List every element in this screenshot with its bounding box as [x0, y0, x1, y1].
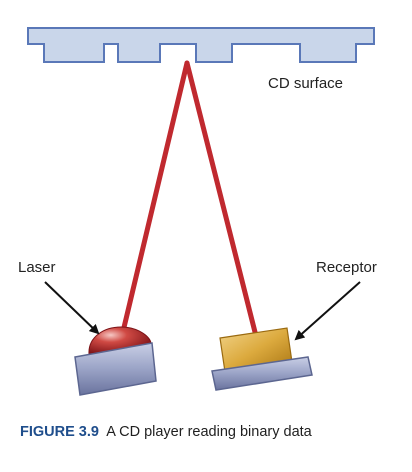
- laser-label: Laser: [18, 259, 56, 276]
- figure-number: FIGURE 3.9: [20, 424, 99, 440]
- receptor-arrow: [294, 281, 361, 341]
- receptor-base: [211, 356, 313, 391]
- laser-base: [74, 342, 157, 396]
- receptor-icon: [211, 327, 313, 391]
- figure-caption-text: A CD player reading binary data: [106, 424, 312, 440]
- reflected-beam: [184, 60, 260, 343]
- laser-icon: [74, 326, 157, 396]
- incident-beam: [118, 60, 190, 343]
- laser-arrow: [44, 281, 100, 335]
- receptor-label: Receptor: [316, 259, 377, 276]
- cd-surface-label: CD surface: [268, 75, 343, 92]
- figure-caption: FIGURE 3.9 A CD player reading binary da…: [20, 424, 312, 440]
- cd-reading-diagram: CD surface Laser Receptor: [18, 27, 377, 396]
- laser-dome-shape: [88, 326, 152, 355]
- cd-surface: [27, 27, 375, 63]
